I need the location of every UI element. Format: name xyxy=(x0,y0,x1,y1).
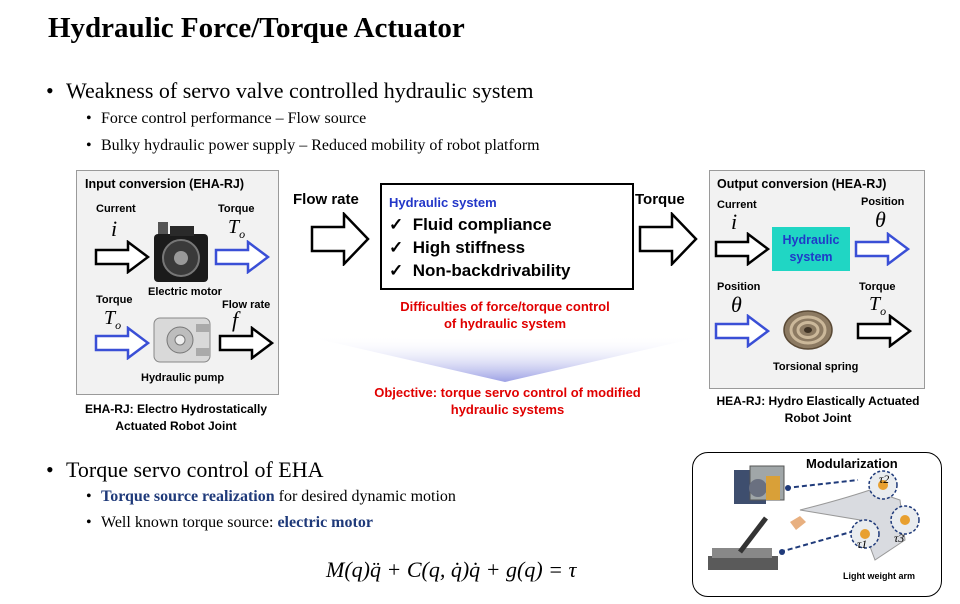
hydraulic-system-title: Hydraulic system xyxy=(389,195,497,210)
torque-label: Torque xyxy=(635,191,685,208)
check-high-stiffness: ✓ High stiffness xyxy=(389,238,526,257)
eha-torque-label-1: Torque xyxy=(218,203,255,215)
electric-motor-image xyxy=(154,222,208,282)
hea-theta-symbol-1: θ xyxy=(875,207,886,232)
check-non-backdrivability: ✓ Non-backdrivability xyxy=(389,261,571,280)
hea-theta-symbol-2: θ xyxy=(731,292,742,317)
hea-panel-title: Output conversion (HEA-RJ) xyxy=(717,177,887,191)
eha-flowrate-label: Flow rate xyxy=(222,299,271,311)
eha-torque-symbol-1: To xyxy=(228,216,246,241)
hea-input-arrow xyxy=(714,232,770,266)
difficulties-text: Difficulties of force/torque control of … xyxy=(400,299,610,331)
check-fluid-compliance: ✓ Fluid compliance xyxy=(389,215,552,234)
sub-bullet-electric-motor: Well known torque source: electric motor xyxy=(86,514,373,532)
eha-torque-symbol-2: To xyxy=(104,307,122,332)
bullet-weakness: Weakness of servo valve controlled hydra… xyxy=(46,78,533,104)
tau3-label: τ3 xyxy=(894,531,905,545)
eha-flow-arrow xyxy=(218,326,274,360)
torsional-spring-label: Torsional spring xyxy=(773,361,859,373)
sub-bullet-bulky-supply: Bulky hydraulic power supply – Reduced m… xyxy=(86,137,540,155)
page-title: Hydraulic Force/Torque Actuator xyxy=(48,12,465,44)
eha-flow-symbol: f xyxy=(232,307,239,332)
eha-current-symbol: i xyxy=(111,216,118,241)
hea-torque-arrow xyxy=(856,314,912,348)
objective-text: Objective: torque servo control of modif… xyxy=(374,385,641,417)
torque-arrow xyxy=(638,212,698,266)
eha-caption: EHA-RJ: Electro Hydrostatically Actuated… xyxy=(84,402,268,433)
hea-caption: HEA-RJ: Hydro Elastically Actuated Robot… xyxy=(716,394,920,425)
hea-position-label-2: Position xyxy=(717,281,761,293)
hea-torque-symbol: To xyxy=(869,293,887,318)
eha-torque-arrow-1 xyxy=(214,240,270,274)
hea-panel xyxy=(709,170,925,389)
hea-position-arrow-2 xyxy=(714,314,770,348)
hea-hydraulic-system-box: Hydraulic system xyxy=(772,227,850,271)
eha-torque-label-2: Torque xyxy=(96,294,133,306)
downward-gradient-arrow xyxy=(305,336,705,382)
tau1-label: τ1 xyxy=(857,537,868,551)
eha-input-arrow xyxy=(94,240,150,274)
hea-torque-label: Torque xyxy=(859,281,896,293)
modularization-illustration xyxy=(708,465,920,570)
bullet-torque-servo: Torque servo control of EHA xyxy=(46,457,323,483)
sub-bullet-force-control: Force control performance – Flow source xyxy=(86,110,366,128)
electric-motor-label: Electric motor xyxy=(148,286,222,298)
eha-torque-arrow-2 xyxy=(94,326,150,360)
eha-panel-title: Input conversion (EHA-RJ) xyxy=(85,177,245,191)
modularization-title: Modularization xyxy=(806,456,898,471)
hea-current-symbol: i xyxy=(731,209,738,234)
tau2-label: τ2 xyxy=(879,472,890,486)
light-weight-arm-label: Light weight arm xyxy=(843,571,915,581)
hydraulic-pump-label: Hydraulic pump xyxy=(141,372,225,384)
eha-current-label: Current xyxy=(96,203,136,215)
flow-rate-label: Flow rate xyxy=(293,191,359,208)
hydraulic-pump-image xyxy=(153,317,211,363)
hydraulic-system-box xyxy=(380,183,634,290)
flow-rate-arrow xyxy=(310,212,370,266)
torsional-spring-image xyxy=(783,310,833,350)
hea-current-label: Current xyxy=(717,199,757,211)
dynamics-equation: M(q)q̈ + C(q, q̇)q̇ + g(q) = τ xyxy=(326,557,577,582)
hea-position-label-1: Position xyxy=(861,196,905,208)
hea-position-arrow xyxy=(854,232,910,266)
sub-bullet-torque-source: Torque source realization for desired dy… xyxy=(86,488,456,506)
